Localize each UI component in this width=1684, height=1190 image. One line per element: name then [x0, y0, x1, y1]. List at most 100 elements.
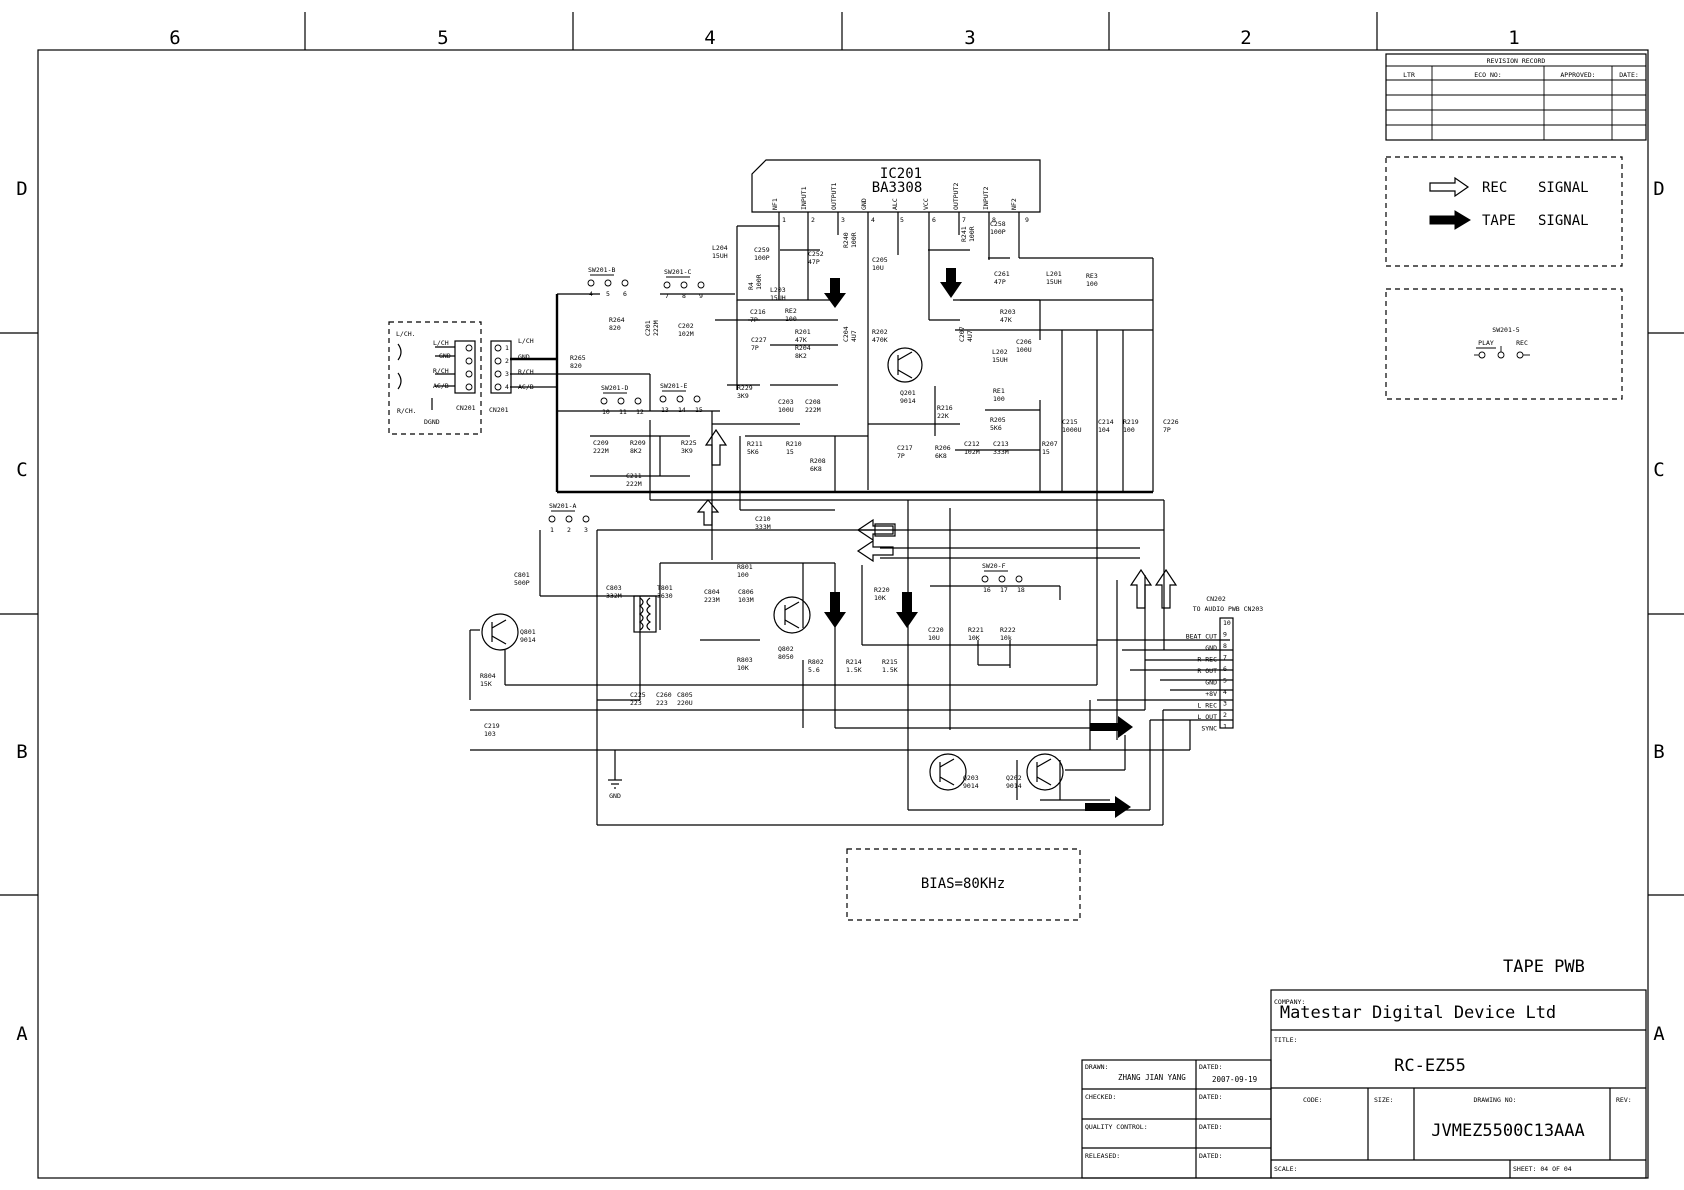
switch-pin-number: 18: [1017, 586, 1025, 594]
component-value: 222M: [626, 480, 642, 488]
cn202-pin-name: L OUT: [1197, 713, 1217, 721]
ic-pin-number: 1: [782, 216, 786, 224]
switch-contact-icon: [600, 397, 608, 405]
dated-label: DATED:: [1199, 1093, 1222, 1101]
frame-row-label: A: [16, 1023, 28, 1045]
component-value: 5.6: [808, 666, 820, 674]
legend-tape-label: TAPE: [1482, 213, 1516, 229]
cn202-pin-number: 4: [1223, 688, 1227, 696]
component-value: 500P: [514, 579, 530, 587]
tape-signal-arrows: [824, 268, 1133, 818]
component-ref: R204: [795, 344, 811, 352]
rec-signal-arrows: [696, 428, 1178, 609]
switch-contact-icon: [981, 575, 989, 583]
head-cn-pin: L/CH: [433, 339, 449, 347]
component-ref: R211: [747, 440, 763, 448]
component-ref: R222: [1000, 626, 1016, 634]
rec-signal-arrow-icon: [696, 499, 720, 526]
ic-pin-number: 8: [992, 216, 996, 224]
component-value: 9014: [963, 782, 979, 790]
component-value: 10U: [928, 634, 940, 642]
component-ref: Q802: [778, 645, 794, 653]
cn202-pin-name: R REC: [1197, 656, 1217, 664]
tape-signal-arrow-icon: [824, 592, 846, 628]
title-label: TITLE:: [1274, 1036, 1297, 1044]
code-label: CODE:: [1303, 1096, 1323, 1104]
component-value: 222M: [593, 447, 609, 455]
rec-signal-arrow-icon: [856, 518, 894, 542]
checked-label: CHECKED:: [1085, 1093, 1116, 1101]
bias-label: BIAS=80KHz: [921, 876, 1005, 892]
bias-note: BIAS=80KHz: [846, 848, 1081, 921]
component-ref: C216: [750, 308, 766, 316]
component-value: 333M: [993, 448, 1009, 456]
component-ref: R225: [681, 439, 697, 447]
component-ref: C226: [1163, 418, 1179, 426]
ic-pin-numbers: 1 2 3 4 5 6 7 8 9: [782, 216, 1029, 224]
component-value: 15: [1042, 448, 1050, 456]
switch-contact-icon: [604, 279, 612, 287]
frame-row-label: B: [1653, 741, 1664, 763]
legend-rec-label: REC: [1482, 180, 1507, 196]
component-value: 102M: [678, 330, 694, 338]
component-ref: C203: [778, 398, 794, 406]
component-value: 4U7: [850, 330, 858, 342]
component-value: 8K2: [630, 447, 642, 455]
component-ref: Q801: [520, 628, 536, 636]
component-ref: T801: [657, 584, 673, 592]
component-ref: C213: [993, 440, 1009, 448]
rec-signal-arrow-icon: [856, 539, 894, 563]
component-ref: L202: [992, 348, 1008, 356]
ic201: IC201 BA3308 NF1 INPUT1 OUTPUT1 GND ALC …: [751, 159, 1041, 490]
cn202-pin-name: GND: [1205, 644, 1217, 652]
component-value: 100: [785, 315, 797, 323]
frame-col-label: 4: [704, 27, 715, 49]
signal-legend: REC SIGNAL TAPE SIGNAL: [1385, 156, 1623, 267]
component-ref: C211: [626, 472, 642, 480]
legend-signal-label: SIGNAL: [1538, 213, 1589, 229]
transistor-q201-icon: [887, 347, 923, 383]
component-ref: R4: [747, 282, 755, 290]
frame-col-label: 3: [964, 27, 975, 49]
component-value: 10K: [874, 594, 886, 602]
component-value: 220U: [677, 699, 693, 707]
component-value: 100P: [754, 254, 770, 262]
cn202-note: TO AUDIO PWB CN203: [1193, 605, 1264, 613]
cn202-pin-number: 1: [1223, 723, 1227, 731]
component-value: 820: [609, 324, 621, 332]
frame-row-label: A: [1653, 1023, 1665, 1045]
circuit-wiring: [431, 225, 1233, 826]
cn202-pin-name: GND: [1205, 679, 1217, 687]
transformer-t801-icon: [633, 595, 657, 633]
tape-signal-arrow-icon: [896, 592, 918, 628]
component-ref: C804: [704, 588, 720, 596]
component-ref: R803: [737, 656, 753, 664]
tape-signal-arrow-icon: [1085, 796, 1131, 818]
switch-pin-number: 7: [665, 292, 669, 300]
board-name: TAPE PWB: [1503, 957, 1585, 977]
frame-row-label: C: [1653, 459, 1664, 481]
component-value: 222M: [652, 320, 660, 336]
component-ref: R241: [960, 226, 968, 242]
component-ref: R219: [1123, 418, 1139, 426]
revision-title: REVISION RECORD: [1487, 57, 1546, 65]
ic-pin-number: 5: [900, 216, 904, 224]
drawing-number: JVMEZ5500C13AAA: [1431, 1121, 1585, 1141]
component-value: 223: [656, 699, 668, 707]
switch-pin-number: 10: [602, 408, 610, 416]
component-value: 7P: [1163, 426, 1171, 434]
